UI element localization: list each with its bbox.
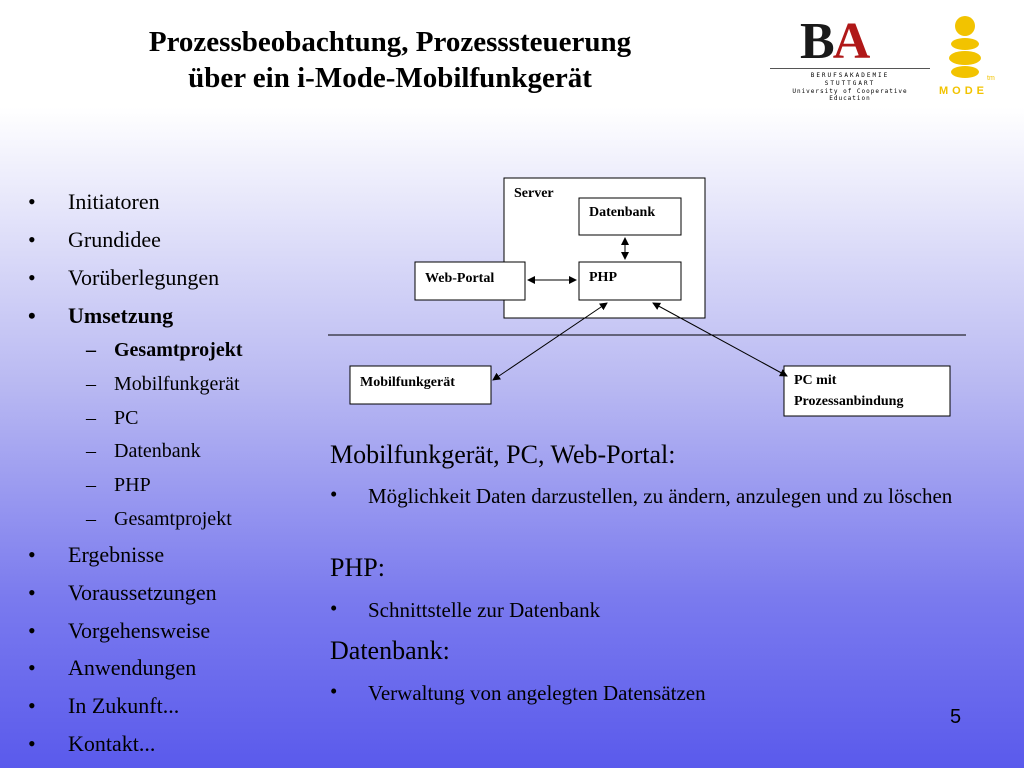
ba-logo-letters: BA [800, 13, 871, 70]
pc-box [783, 365, 951, 417]
bullet-dot: • [330, 679, 338, 703]
mobilfunkgeraet-box [349, 365, 492, 405]
agenda-item-label: Kontakt... [68, 731, 156, 756]
bullet-clients-text: Möglichkeit Daten darzustellen, zu änder… [368, 484, 953, 508]
agenda-item-label: Vorgehensweise [68, 618, 211, 643]
page-number: 5 [950, 706, 962, 728]
agenda-item-label: Anwendungen [68, 655, 197, 680]
slide-title-line1: Prozessbeobachtung, Prozesssteuerung [148, 26, 632, 58]
agenda-dash: – [86, 407, 96, 429]
imode-logo-text: MODE [939, 85, 988, 97]
agenda-dash: – [86, 373, 96, 395]
imode-logo-graphic: MODE tm [939, 16, 995, 97]
pc-label-line1: PC mit [794, 373, 837, 388]
heading-clients: Mobilfunkgerät, PC, Web-Portal: [330, 440, 676, 469]
agenda-item-label: Umsetzung [68, 303, 174, 328]
agenda-dash: – [86, 508, 96, 530]
webportal-box [414, 261, 526, 301]
agenda-bullet: • [28, 618, 36, 643]
agenda-subitem-label: Gesamtprojekt [114, 339, 243, 361]
php-box [578, 261, 682, 301]
bullet-dot: • [330, 596, 338, 620]
agenda-dash: – [86, 474, 96, 496]
architecture-diagram [328, 177, 966, 417]
agenda-bullet: • [28, 731, 36, 756]
agenda-bullet: • [28, 542, 36, 567]
ba-logo-divider [770, 68, 930, 69]
agenda-bullet: • [28, 655, 36, 680]
arrow-mobil-php [492, 302, 608, 381]
agenda-bullet: • [28, 265, 36, 290]
php-label: PHP [589, 270, 617, 285]
agenda-subitem-label: PC [114, 407, 139, 429]
agenda-bullet: • [28, 693, 36, 718]
imode-logo-tm: tm [987, 75, 995, 82]
agenda-bullet: • [28, 303, 36, 328]
slide-title: Prozessbeobachtung, Prozesssteuerung übe… [60, 24, 720, 96]
arrow-pc-php [652, 302, 788, 377]
heading-php: PHP: [330, 553, 385, 582]
bullet-dot: • [330, 482, 338, 506]
heading-datenbank: Datenbank: [330, 636, 450, 665]
agenda-subitem-label: Gesamtprojekt [114, 508, 232, 530]
ba-logo-letter-b: B [800, 13, 835, 70]
agenda-bullet: • [28, 227, 36, 252]
ba-logo: BA BERUFSAKADEMIE STUTTGART University o… [770, 13, 930, 102]
agenda-subitem-label: PHP [114, 474, 151, 496]
agenda-bullet: • [28, 580, 36, 605]
ba-logo-letter-a: A [832, 13, 871, 70]
datenbank-box [578, 197, 682, 236]
ba-logo-line2: STUTTGART [824, 80, 876, 87]
agenda-dash: – [86, 440, 96, 462]
server-label: Server [514, 186, 554, 201]
bullet-datenbank-text: Verwaltung von angelegten Datensätzen [368, 681, 706, 705]
agenda-item-label: Voraussetzungen [68, 580, 217, 605]
agenda-dash: – [86, 339, 96, 361]
agenda-bullet: • [28, 189, 36, 214]
agenda-subitem-label: Datenbank [114, 440, 201, 462]
webportal-label: Web-Portal [425, 271, 495, 286]
mobilfunkgeraet-label: Mobilfunkgerät [360, 375, 455, 390]
ba-logo-line3: University of Cooperative Education [792, 88, 908, 102]
agenda-item-label: Ergebnisse [68, 542, 165, 567]
datenbank-label: Datenbank [589, 205, 656, 220]
agenda-item-label: Initiatoren [68, 189, 160, 214]
slide-title-line2: über ein i-Mode-Mobilfunkgerät [188, 62, 592, 94]
agenda-item-label: In Zukunft... [68, 693, 180, 718]
agenda-item-label: Vorüberlegungen [68, 265, 220, 290]
pc-label-line2: Prozessanbindung [794, 394, 904, 409]
agenda-subitem-label: Mobilfunkgerät [114, 373, 240, 395]
agenda-item-label: Grundidee [68, 227, 161, 252]
bullet-php-text: Schnittstelle zur Datenbank [368, 598, 601, 622]
imode-logo: MODE tm [935, 14, 1015, 98]
ba-logo-line1: BERUFSAKADEMIE [810, 72, 890, 79]
